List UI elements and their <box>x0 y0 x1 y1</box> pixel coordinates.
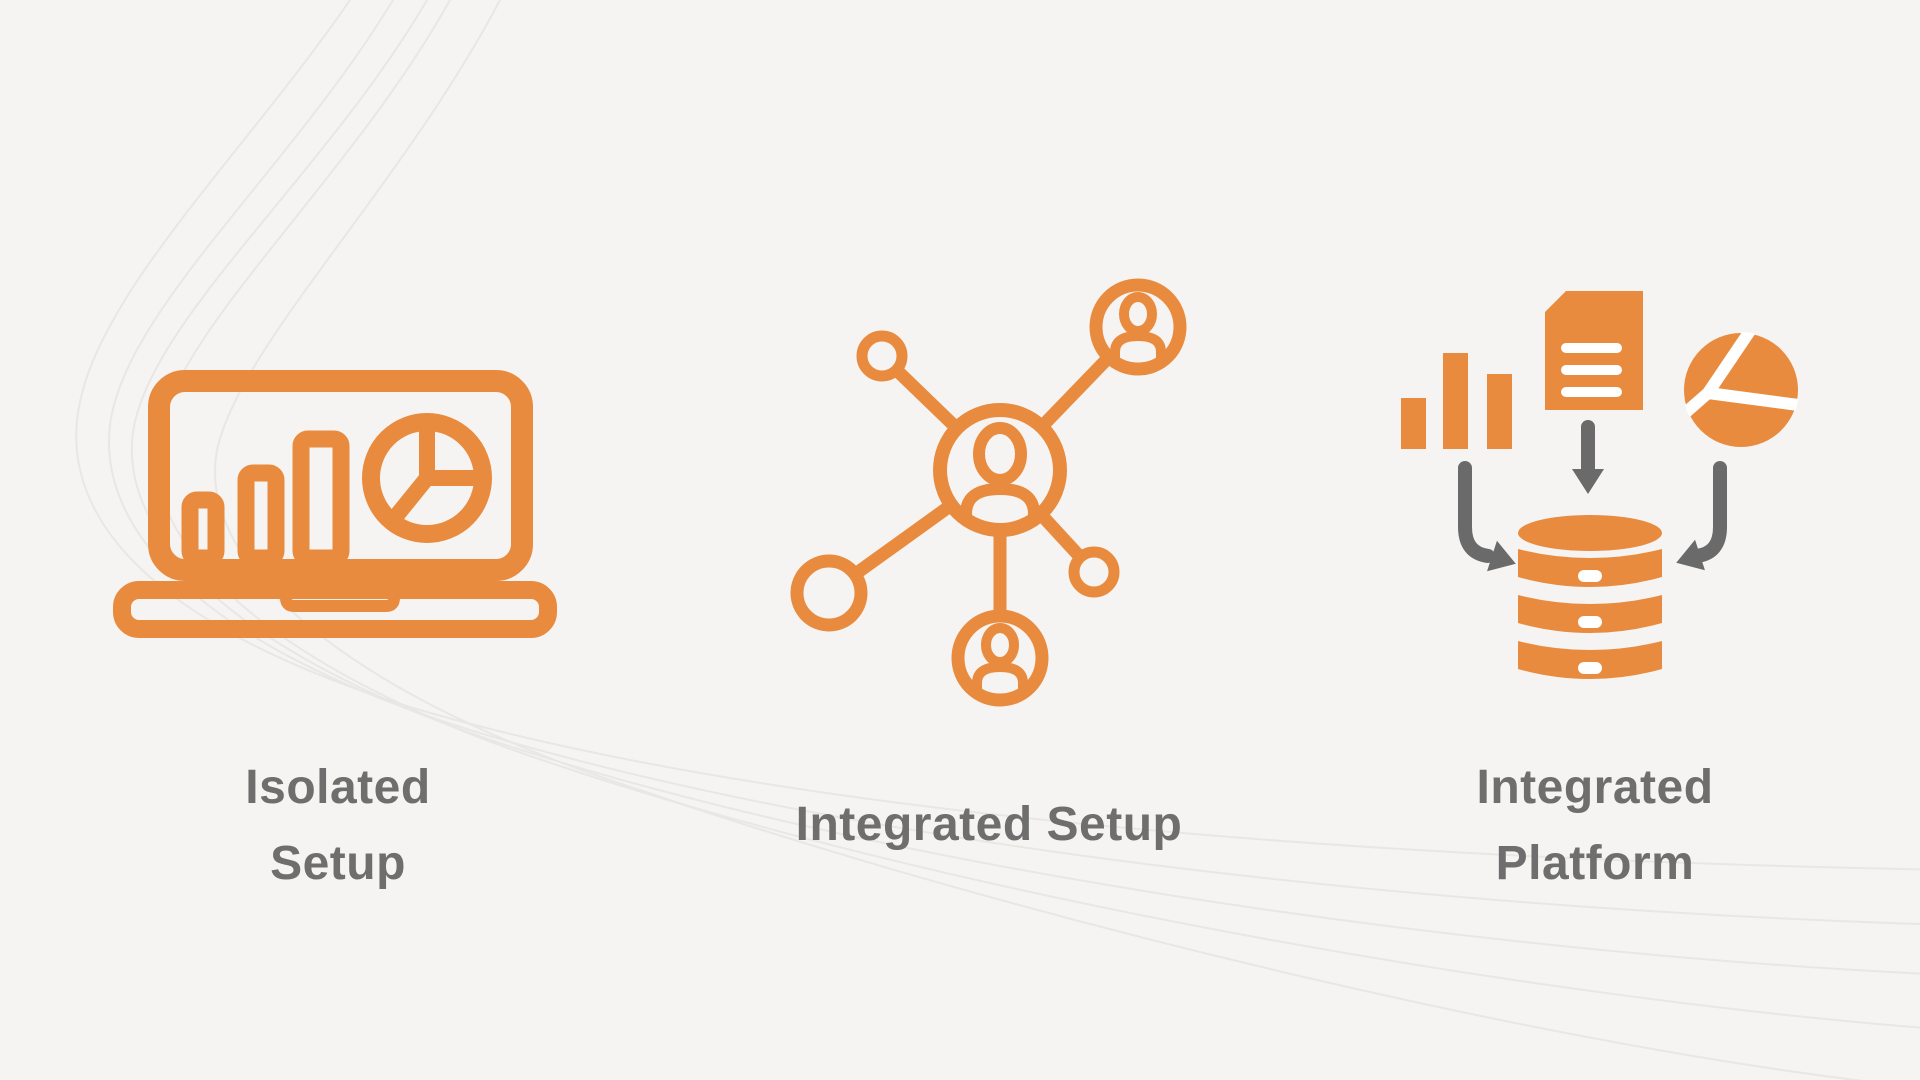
laptop-base <box>113 581 557 638</box>
label-isolated-setup: Isolated Setup <box>88 750 588 902</box>
arrow-down-right-icon <box>1676 461 1727 571</box>
label-line: Integrated <box>1476 761 1714 814</box>
pie-chart-icon <box>1683 332 1799 447</box>
laptop-screen <box>148 370 533 581</box>
document-icon <box>1545 291 1643 410</box>
user-node-bottom <box>951 609 1049 707</box>
node-circle-bottom-left <box>790 554 868 632</box>
label-integrated-platform: Integrated Platform <box>1345 750 1845 902</box>
arrow-down-left-icon <box>1458 461 1516 572</box>
label-line: Setup <box>270 837 406 890</box>
node-circle-bottom-right <box>1068 546 1120 598</box>
pie-chart-icon <box>362 413 492 543</box>
database-icon <box>1518 515 1662 679</box>
central-user-node <box>933 403 1067 537</box>
label-line: Integrated Setup <box>795 798 1183 851</box>
sources-to-database-icon <box>1401 291 1799 679</box>
node-circle-top-left <box>856 330 908 382</box>
laptop-analytics-icon <box>113 370 557 638</box>
label-line: Isolated <box>245 761 431 814</box>
bar-chart-icon <box>181 430 350 567</box>
user-node-top-right <box>1089 278 1187 376</box>
label-line: Platform <box>1495 837 1695 890</box>
arrow-down-icon <box>1572 420 1604 494</box>
bar-chart-icon <box>1401 353 1512 449</box>
user-icon <box>960 422 1040 524</box>
user-icon <box>972 623 1028 694</box>
user-icon <box>1110 292 1166 363</box>
network-users-icon <box>790 278 1187 707</box>
label-integrated-setup: Integrated Setup <box>739 787 1239 863</box>
